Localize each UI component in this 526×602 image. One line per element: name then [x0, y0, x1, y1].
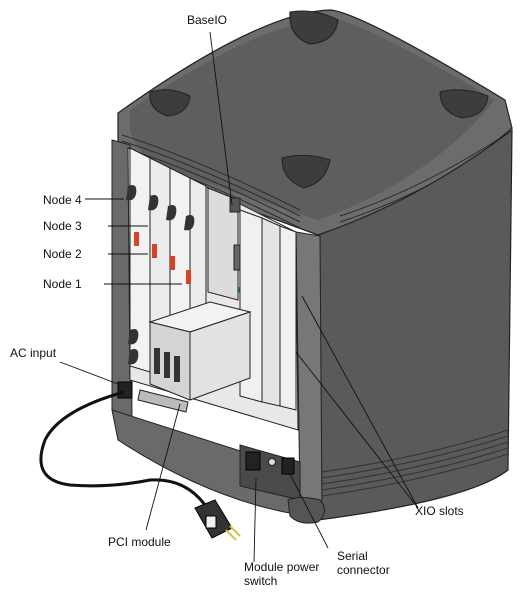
label-serial-connector-line1: Serial	[337, 549, 368, 563]
node-handles	[126, 185, 195, 365]
label-node4: Node 4	[43, 193, 82, 207]
side-vent-grooves	[321, 429, 509, 497]
label-ac-input: AC input	[10, 346, 57, 360]
module-power-switch	[245, 451, 261, 471]
baseio-board	[207, 187, 239, 301]
label-module-power-switch-line1: Module power	[244, 560, 319, 574]
xio-slot-boards	[239, 209, 297, 411]
chassis-foot	[287, 497, 325, 524]
label-node2: Node 2	[43, 247, 82, 261]
label-serial-connector-line2: connector	[337, 563, 390, 577]
label-baseio: BaseIO	[187, 13, 227, 27]
pci-module-box	[137, 301, 252, 413]
top-lid-surface	[130, 18, 495, 220]
lid-corner-foot	[281, 154, 331, 189]
node-red-labels	[134, 232, 191, 284]
label-xio-slots: XIO slots	[415, 504, 464, 518]
lid-corner-foot	[439, 89, 489, 119]
ac-input-socket	[117, 381, 133, 399]
label-node1: Node 1	[43, 277, 82, 291]
lid-corner-foot	[289, 10, 339, 45]
power-plug	[194, 499, 241, 541]
baseio-connector	[229, 197, 241, 213]
leader-lines	[59, 31, 419, 563]
label-module-power-switch-line2: switch	[244, 574, 277, 588]
label-node3: Node 3	[43, 219, 82, 233]
power-indicator	[268, 458, 276, 466]
right-side-panel	[317, 128, 513, 521]
label-pci-module: PCI module	[108, 535, 171, 549]
lid-corner-foot	[149, 89, 191, 117]
serial-port	[281, 457, 295, 475]
